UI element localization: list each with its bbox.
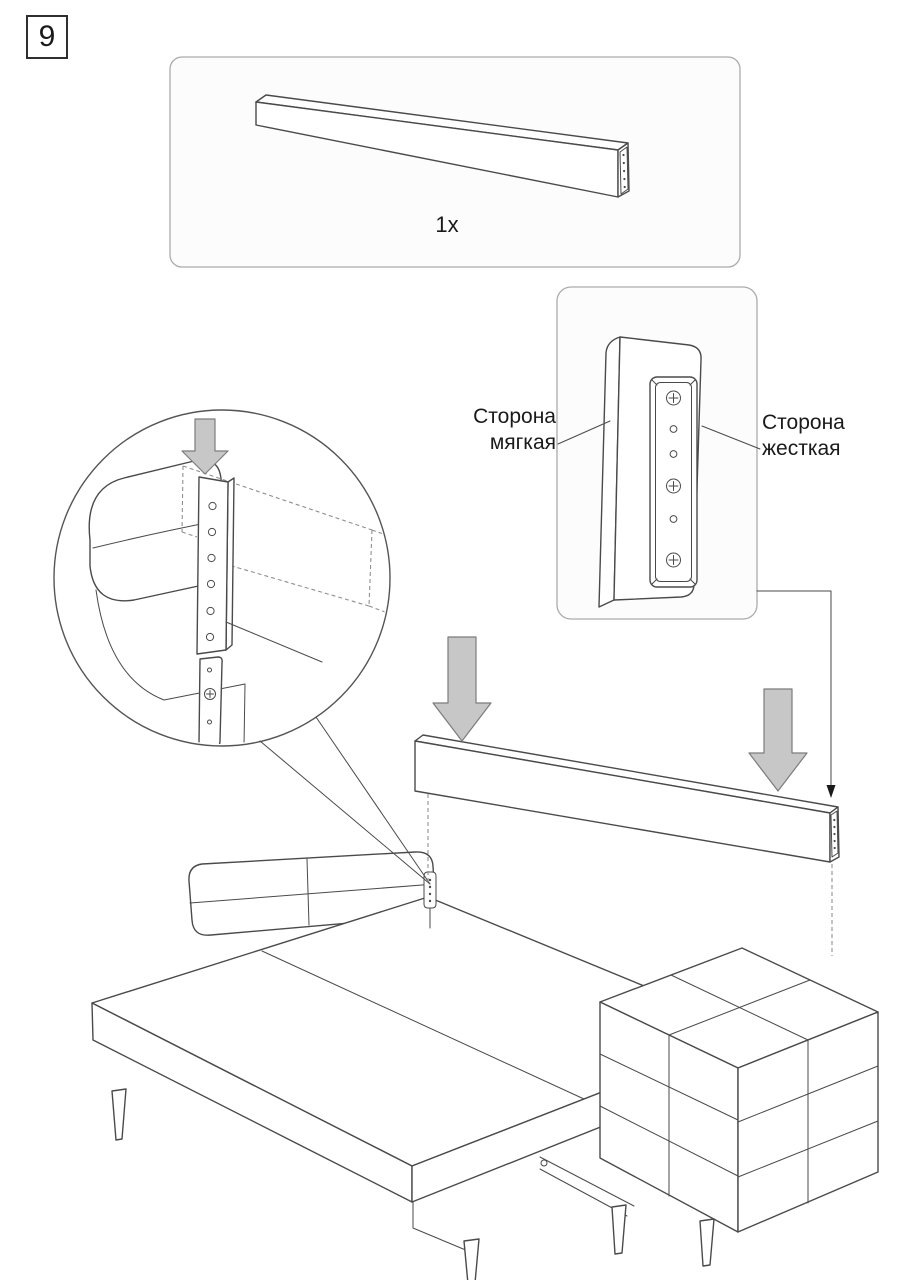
magnifier-circle: [53, 409, 391, 747]
callout-wedge: [259, 716, 431, 885]
sofa-leg: [463, 1238, 480, 1280]
label-hard-side: Сторона жесткая: [762, 410, 882, 463]
quantity-label: 1x: [435, 212, 459, 237]
plank-end-bracket: [619, 146, 629, 195]
down-arrow-icon: [181, 418, 229, 475]
step-number: 9: [38, 20, 56, 53]
detail-connector-line: [756, 590, 832, 786]
sofa-leg: [699, 1218, 715, 1267]
armrest: [599, 947, 879, 1233]
floating-plank: [414, 734, 840, 863]
sofa-leg: [611, 1204, 627, 1255]
label-soft-side: Сторона мягкая: [436, 404, 556, 457]
label-soft-side-line2: мягкая: [489, 431, 556, 455]
leader-line-hard: [701, 425, 761, 450]
rail-hole: [669, 450, 678, 458]
mounting-rail: [649, 376, 698, 588]
parts-panel: [169, 56, 741, 268]
screw-icon: [666, 552, 681, 568]
label-soft-side-line1: Сторона: [473, 405, 556, 428]
screw-icon: [666, 390, 681, 406]
down-arrow-icon: [748, 688, 808, 792]
rail-hole: [669, 515, 678, 523]
screw-icon: [666, 478, 681, 494]
label-hard-side-line2: жесткая: [762, 437, 841, 461]
part-plank: [255, 94, 630, 198]
label-hard-side-line1: Сторона: [762, 411, 845, 434]
magnified-rail: [198, 656, 223, 744]
sofa: [91, 851, 879, 1280]
magnified-sofa-body: [95, 589, 246, 744]
pointer-arrow-icon: [826, 785, 836, 798]
leader-line-soft: [557, 420, 611, 445]
step-number-box: 9: [26, 15, 68, 59]
sofa-leg: [111, 1088, 127, 1141]
plank-end-detail: [598, 336, 702, 608]
detail-panel: [556, 286, 761, 620]
rail-hole: [669, 425, 678, 433]
plank-bracket: [830, 810, 839, 858]
down-arrow-icon: [432, 636, 492, 742]
magnified-seat-edge: [225, 621, 323, 663]
magnified-bracket: [196, 476, 235, 655]
